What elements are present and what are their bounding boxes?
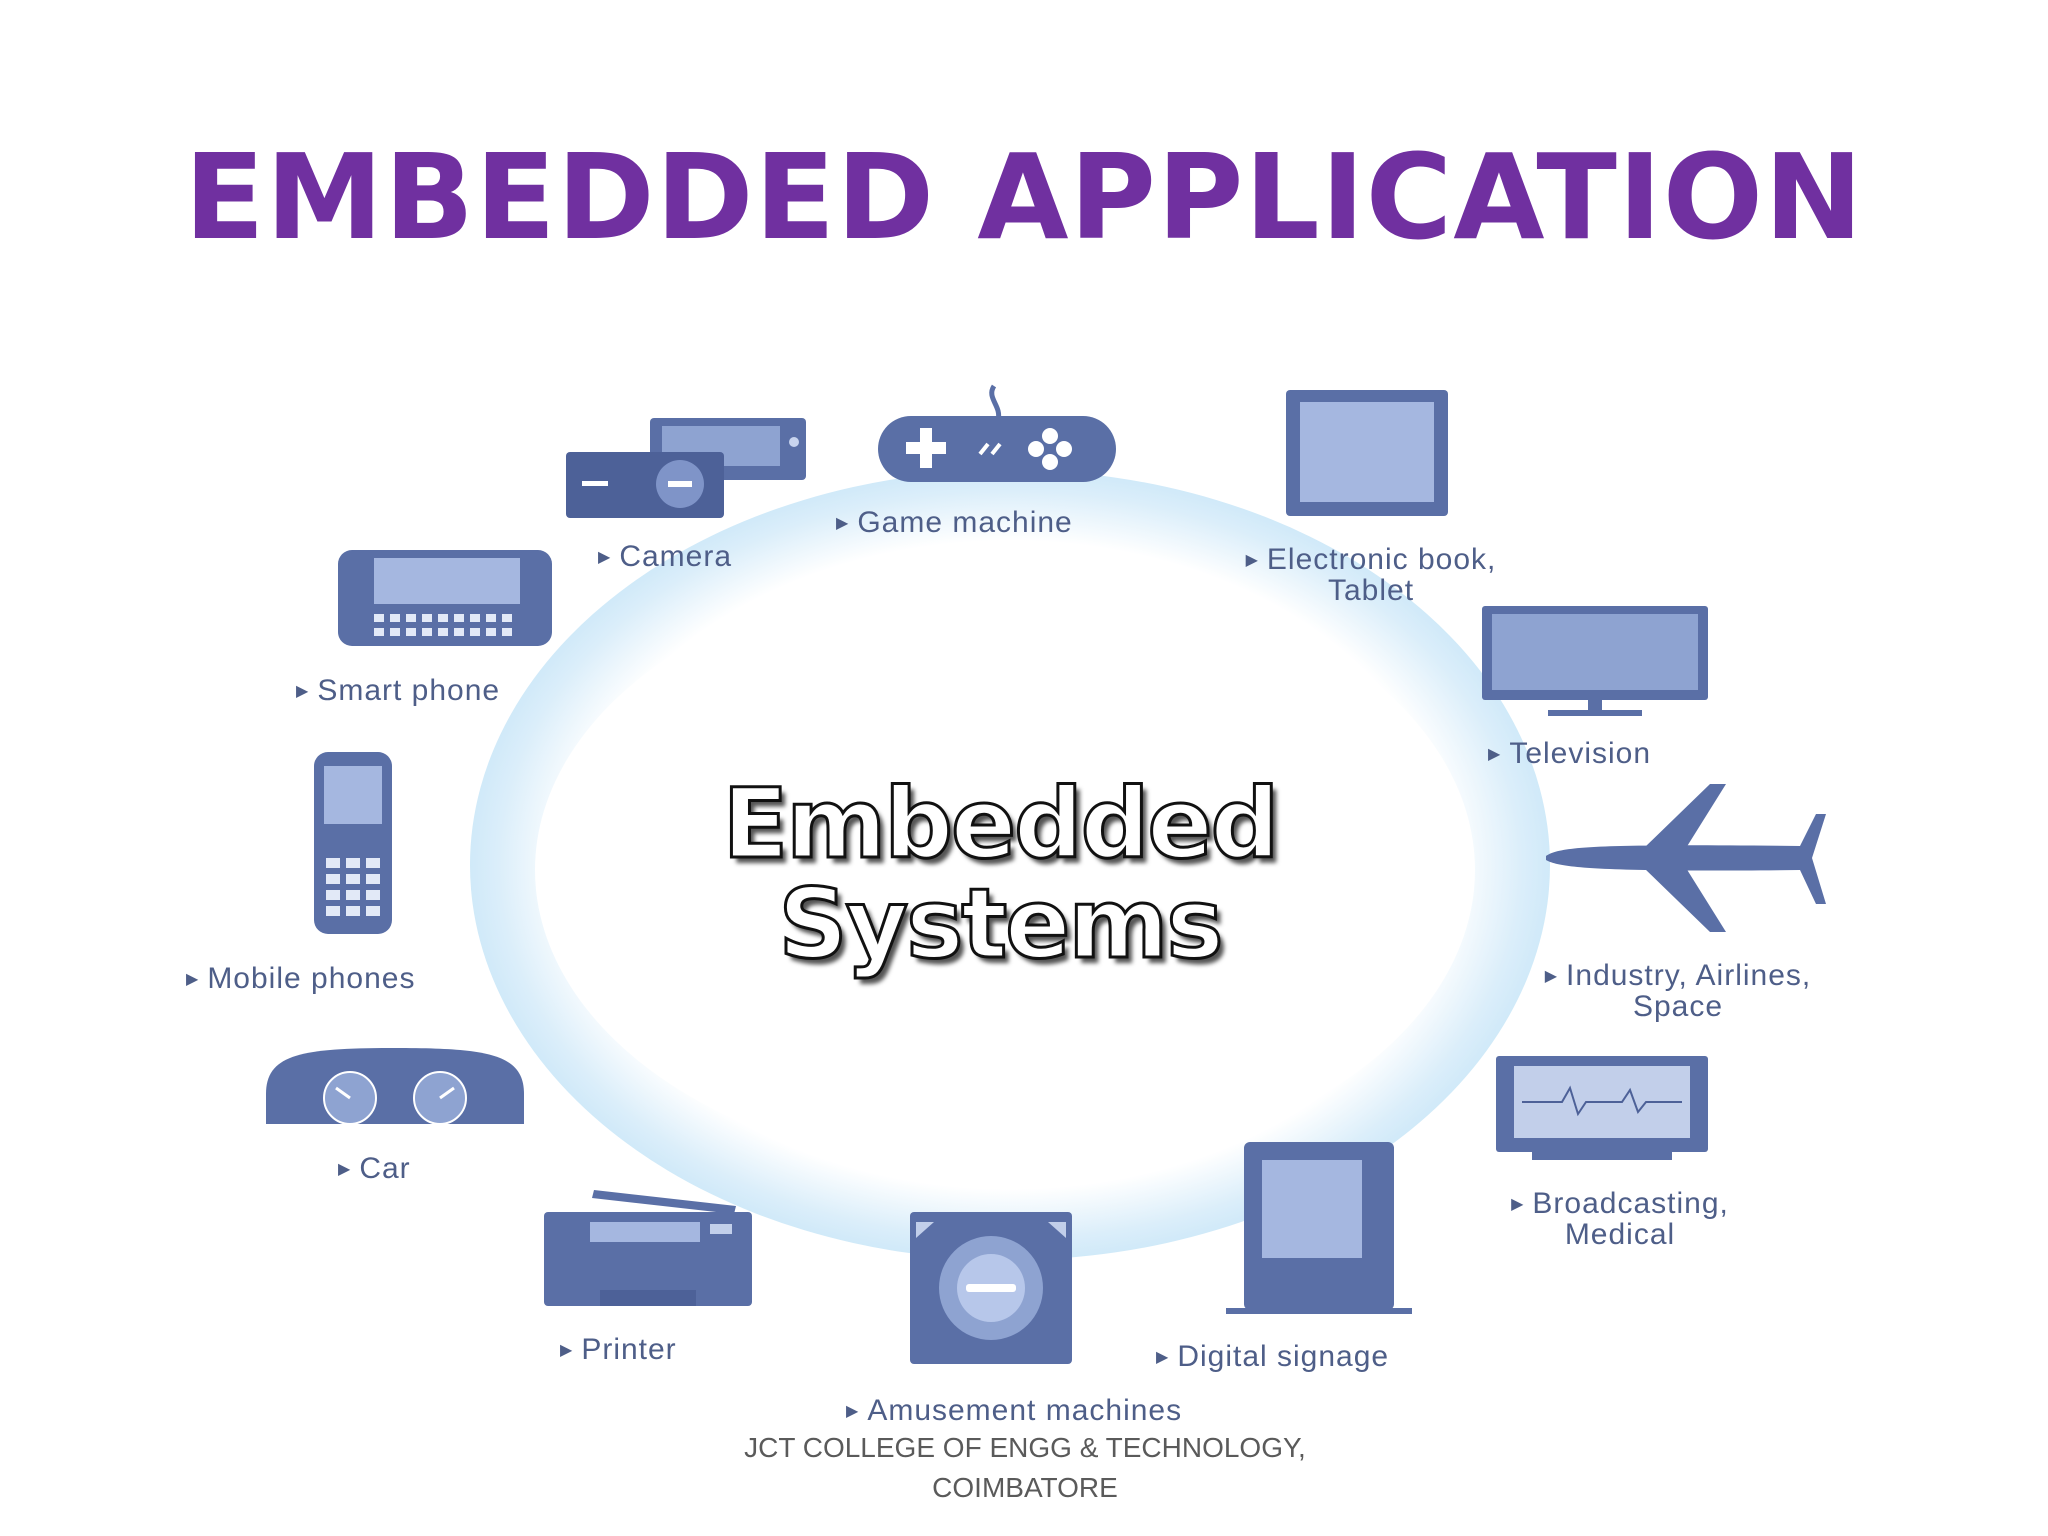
airplane-icon	[1546, 784, 1826, 932]
footer-line1: JCT COLLEGE OF ENGG & TECHNOLOGY,	[744, 1432, 1306, 1463]
label-television: ▶Television	[1488, 737, 1652, 770]
bullet-icon: ▶	[1488, 746, 1502, 763]
television-icon	[1482, 606, 1708, 716]
car-dashboard-icon	[266, 1048, 524, 1125]
bullet-icon: ▶	[296, 683, 310, 700]
smartphone-icon	[338, 550, 552, 646]
label-camera: ▶Camera	[598, 540, 733, 573]
signage-icon	[1226, 1142, 1412, 1314]
bullet-icon: ▶	[598, 549, 612, 566]
bullet-icon: ▶	[1511, 1196, 1525, 1213]
center-title-line1: Embedded	[721, 767, 1281, 882]
footer-line2: COIMBATORE	[932, 1472, 1118, 1503]
monitor-icon	[1496, 1056, 1708, 1160]
mobile-phone-icon	[314, 752, 392, 934]
bullet-icon: ▶	[560, 1342, 574, 1359]
center-circle	[535, 565, 1475, 1175]
label-amusement-machines: ▶Amusement machines	[846, 1394, 1183, 1427]
label-digital-signage: ▶Digital signage	[1156, 1340, 1390, 1373]
footer: JCT COLLEGE OF ENGG & TECHNOLOGY, COIMBA…	[700, 1428, 1350, 1508]
bullet-icon: ▶	[1156, 1349, 1170, 1366]
label-car: ▶Car	[338, 1152, 411, 1185]
center-title-line2: Systems	[777, 867, 1225, 982]
bullet-icon: ▶	[338, 1161, 352, 1178]
label-printer: ▶Printer	[560, 1333, 677, 1366]
label-industry: ▶Industry, Airlines,Space	[1544, 959, 1812, 1023]
bullet-icon: ▶	[1544, 968, 1559, 985]
amusement-machine-icon	[910, 1212, 1072, 1364]
printer-icon	[544, 1190, 752, 1306]
label-game-machine: ▶Game machine	[836, 506, 1073, 539]
slide-title: EMBEDDED APPLICATION	[184, 128, 1864, 266]
camera-icon	[566, 418, 806, 518]
label-smart-phone: ▶Smart phone	[296, 674, 501, 707]
bullet-icon: ▶	[186, 971, 200, 988]
bullet-icon: ▶	[836, 515, 850, 532]
tablet-icon	[1286, 390, 1448, 516]
label-mobile-phones: ▶Mobile phones	[186, 962, 416, 995]
label-broadcasting: ▶Broadcasting,Medical	[1511, 1187, 1729, 1251]
game-controller-icon	[878, 384, 1116, 482]
label-electronic-book: ▶Electronic book,Tablet	[1245, 543, 1497, 607]
bullet-icon: ▶	[1245, 552, 1259, 569]
bullet-icon: ▶	[846, 1403, 860, 1420]
